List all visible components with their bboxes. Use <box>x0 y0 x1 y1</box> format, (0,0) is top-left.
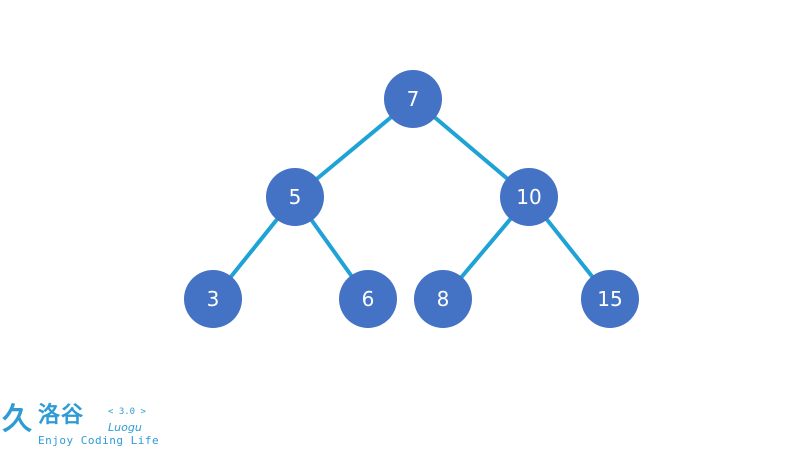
watermark-version: < 3.0 > <box>108 407 146 417</box>
node-label: 8 <box>437 287 450 311</box>
node-label: 15 <box>597 287 622 311</box>
tree-node-6: 6 <box>339 270 397 328</box>
node-circle <box>184 270 242 328</box>
node-label: 6 <box>362 287 375 311</box>
node-circle <box>339 270 397 328</box>
node-label: 3 <box>207 287 220 311</box>
node-circle <box>384 70 442 128</box>
watermark-slogan: Enjoy Coding Life <box>38 434 160 447</box>
tree-node-5: 5 <box>266 168 324 226</box>
tree-node-7: 7 <box>384 70 442 128</box>
node-label: 7 <box>407 87 420 111</box>
node-label: 10 <box>516 185 541 209</box>
luogu-watermark: 久 洛谷 < 3.0 > Luogu Enjoy Coding Life <box>0 403 160 450</box>
watermark-name: 洛谷 <box>38 403 85 428</box>
node-circle <box>266 168 324 226</box>
tree-node-10: 10 <box>500 168 558 226</box>
nodes-layer: 7 5 10 3 6 8 15 <box>184 70 639 328</box>
watermark-latin-name: Luogu <box>108 421 142 434</box>
tree-node-3: 3 <box>184 270 242 328</box>
node-label: 5 <box>289 185 302 209</box>
node-circle <box>500 168 558 226</box>
luogu-logo-icon: 久 <box>2 402 32 437</box>
tree-node-15: 15 <box>581 270 639 328</box>
tree-node-8: 8 <box>414 270 472 328</box>
node-circle <box>414 270 472 328</box>
node-circle <box>581 270 639 328</box>
